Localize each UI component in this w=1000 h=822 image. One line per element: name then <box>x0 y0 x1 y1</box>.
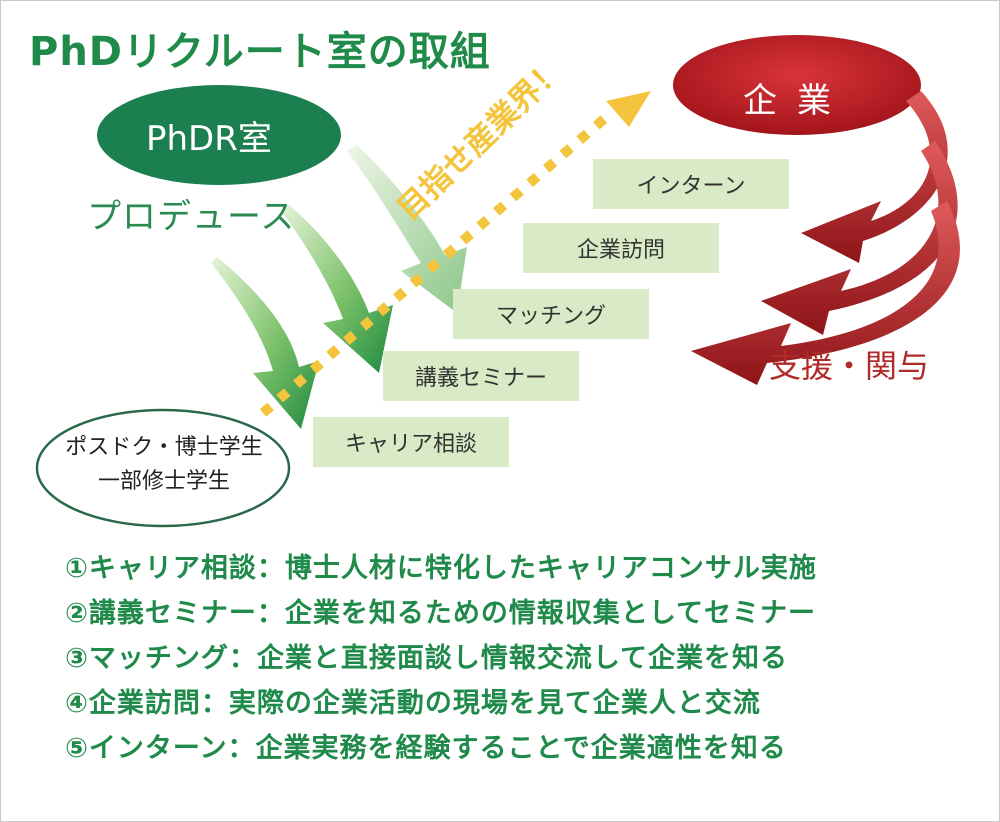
step-career-consultation: キャリア相談 <box>313 417 509 467</box>
step-internship: インターン <box>593 159 789 209</box>
step-company-visit: 企業訪問 <box>523 223 719 273</box>
step-matching: マッチング <box>453 289 649 339</box>
step-lecture-seminar: 講義セミナー <box>383 351 579 401</box>
description-item: ②講義セミナー：企業を知るための情報収集としてセミナー <box>65 598 817 629</box>
red-arrow-1 <box>801 91 948 263</box>
green-arrow-1 <box>211 257 319 429</box>
students-oval <box>35 408 291 528</box>
target-dotted-arrow <box>259 109 615 417</box>
students-line-1: ポスドク・博士学生 <box>65 435 263 460</box>
red-arrow-3 <box>691 201 960 385</box>
green-arrow-2 <box>281 205 393 373</box>
company-oval <box>673 35 921 135</box>
students-line-2: 一部修士学生 <box>97 469 230 494</box>
target-arrow-head <box>606 91 651 127</box>
description-item: ④企業訪問：実際の企業活動の現場を見て企業人と交流 <box>65 688 761 719</box>
phdr-label: PhDR室 <box>146 119 272 159</box>
support-label: 支援・関与 <box>769 347 930 385</box>
description-item: ③マッチング：企業と直接面談し情報交流して企業を知る <box>65 643 789 674</box>
green-arrow-3 <box>347 145 467 313</box>
students-label: ポスドク・博士学生 一部修士学生 <box>41 431 287 499</box>
red-arrow-2 <box>761 141 958 335</box>
description-item: ⑤インターン：企業実務を経験することで企業適性を知る <box>65 733 787 764</box>
phdr-oval <box>97 85 341 185</box>
company-label: 企業 <box>743 81 851 121</box>
page-title: PhDリクルート室の取組 <box>29 29 491 75</box>
description-list: ①キャリア相談：博士人材に特化したキャリアコンサル実施 ②講義セミナー：企業を知… <box>65 546 817 771</box>
description-item: ①キャリア相談：博士人材に特化したキャリアコンサル実施 <box>65 553 817 584</box>
producer-label: プロデュース <box>87 197 296 237</box>
